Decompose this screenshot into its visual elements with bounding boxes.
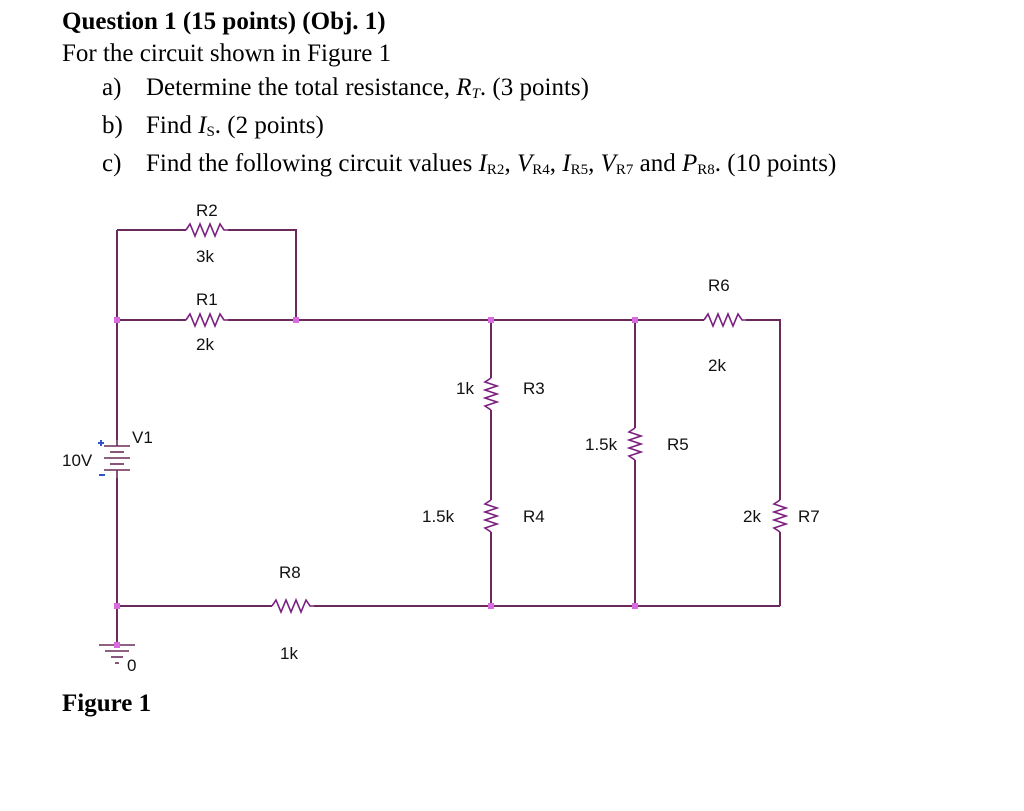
battery-v1-symbol: [98, 440, 130, 478]
r1-value-label: 2k: [196, 335, 214, 354]
r1-symbol: [185, 311, 228, 329]
r4-ref-label: R4: [523, 507, 545, 526]
r2-ref-label: R2: [196, 201, 218, 220]
r7-ref-label: R7: [798, 507, 820, 526]
r8-symbol: [271, 597, 314, 615]
r6-ref-label: R6: [708, 276, 730, 295]
item-points: . (3 points): [479, 74, 589, 101]
r2-symbol: [185, 221, 228, 239]
item-letter: b): [102, 112, 123, 139]
node: [114, 642, 120, 648]
node: [114, 603, 120, 609]
item-subscript: S: [206, 124, 215, 140]
r4-symbol: [482, 499, 500, 533]
item-letter: a): [102, 74, 122, 101]
r6-value-label: 2k: [708, 356, 726, 375]
question-item-a: a) Determine the total resistance, RT. (3…: [102, 72, 836, 110]
item-text: Find the following circuit values: [146, 150, 473, 177]
node: [488, 317, 494, 323]
r5-symbol: [626, 427, 644, 461]
item-subscript: T: [471, 86, 480, 102]
question-intro: For the circuit shown in Figure 1: [62, 40, 392, 67]
r8-ref-label: R8: [279, 563, 301, 582]
r6-symbol: [703, 311, 746, 329]
item-text: Determine the total resistance,: [146, 74, 457, 101]
r3-ref-label: R3: [523, 379, 545, 398]
question-item-c: c)Find the following circuit values IR2,…: [102, 150, 837, 178]
node: [632, 603, 638, 609]
item-join: and: [639, 150, 676, 177]
ground-label: 0: [127, 656, 136, 675]
question-items: a) Determine the total resistance, RT. (3…: [102, 72, 836, 186]
question-title: Question 1 (15 points) (Obj. 1): [62, 8, 386, 35]
r3-symbol: [482, 377, 500, 411]
item-letter: c): [102, 150, 122, 177]
r5-value-label: 1.5k: [585, 435, 618, 454]
node: [488, 603, 494, 609]
node: [632, 317, 638, 323]
question-item-b: b) Find IS. (2 points): [102, 110, 836, 148]
r5-ref-label: R5: [667, 435, 689, 454]
item-points: (10 points): [727, 150, 837, 177]
r8-value-label: 1k: [280, 644, 298, 663]
item-symbol: R: [456, 74, 472, 101]
circuit-nodes: [114, 317, 638, 648]
item-symbol: I: [198, 112, 207, 139]
r4-value-label: 1.5k: [422, 507, 455, 526]
v1-value-label: 10V: [62, 451, 93, 470]
item-text: Find: [146, 112, 199, 139]
resistors: [185, 221, 789, 615]
item-points: . (2 points): [214, 112, 324, 139]
r7-value-label: 2k: [743, 507, 761, 526]
r2-value-label: 3k: [196, 247, 214, 266]
v1-ref-label: V1: [132, 428, 153, 447]
r1-ref-label: R1: [196, 290, 218, 309]
wires: [116, 229, 781, 645]
node: [114, 317, 120, 323]
node: [293, 317, 299, 323]
figure-caption: Figure 1: [62, 690, 152, 717]
r3-value-label: 1k: [456, 379, 474, 398]
r7-symbol: [771, 499, 789, 533]
